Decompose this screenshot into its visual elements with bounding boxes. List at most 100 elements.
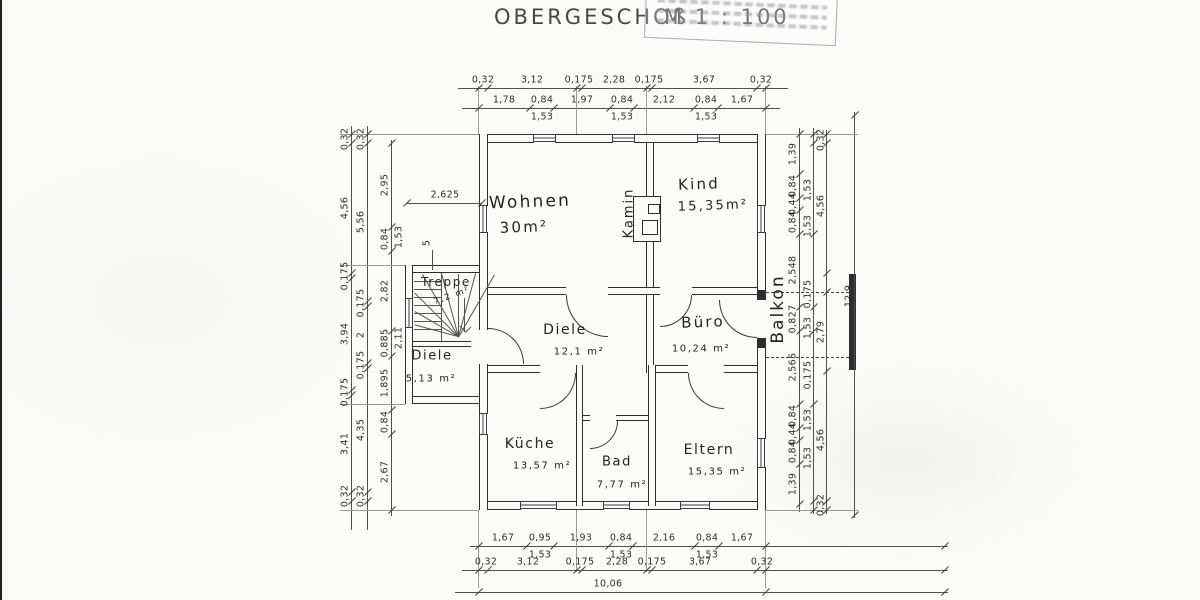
wall [405,265,413,404]
dim-label: 1,39 [787,142,799,166]
extension-line [646,86,647,134]
balcony-dashed-line [766,292,849,293]
stamp-text-line [657,8,828,20]
room-label: Diele [411,348,453,364]
drawing-title: OBERGESCHOß [494,5,689,29]
dim-label: 0,175 [564,74,594,86]
room-label: Küche [504,436,556,452]
room-label: Kamin [621,187,637,239]
dim-label: 2,82 [379,279,391,303]
dim-label: 2,95 [379,173,391,197]
dim-tick [388,139,396,147]
dim-label: 1,53 [694,111,718,123]
drawing-scale: M 1 : 100 [664,5,790,29]
dim-label: 12,9 [843,284,855,308]
dimension-line [854,112,855,518]
stair-tread-line [414,321,442,322]
dim-label: 2,12 [652,94,676,106]
dim-label: 2,11 [393,326,405,350]
wall [757,338,766,510]
wall [724,365,757,373]
dim-label: 1,67 [491,532,515,544]
dimension-line [407,203,482,204]
room-label: Treppe [421,275,471,289]
room-label: Kind [677,174,721,194]
dim-tick [810,400,818,408]
extension-line [340,134,479,135]
room-label: Diele [543,322,587,338]
wall [413,341,471,347]
door-swing-arc [540,373,576,409]
door-swing-arc [590,421,618,449]
dim-label: 4,56 [815,194,827,218]
wall [656,365,688,373]
extension-line [765,510,766,588]
dim-label: 4,35 [355,418,367,442]
dim-label: 1,53 [393,225,405,249]
room-area-label: 10,24 m² [671,343,731,355]
dim-label: 0,84 [610,94,634,106]
dimension-line [462,108,780,109]
dim-label: 0,84 [695,532,719,544]
stair-tread-line [465,326,472,333]
dim-label: 2,548 [787,255,799,285]
approval-stamp [643,0,839,47]
dimension-line [470,546,948,547]
dim-label: 0,175 [802,279,814,309]
outline-box [648,204,660,214]
dim-label: 1,53 [802,178,814,202]
dim-label: 1,39 [787,472,799,496]
dim-label: 4,56 [339,196,351,220]
dim-label: 0,84 [787,210,799,234]
extension-line [478,86,479,134]
dim-label: 1,53 [802,408,814,432]
dim-label: 0,175 [339,377,351,407]
wall-solid [849,274,856,370]
stair-tread-line [414,313,442,314]
outline-box [633,196,661,242]
dim-label: 0,32 [750,556,774,568]
door-swing-arc [488,328,524,364]
dim-tick [823,367,831,375]
dim-label: 1,67 [730,94,754,106]
dim-label: 0,827 [787,304,799,334]
dim-label: 2,28 [605,556,629,568]
dim-label: 1,97 [570,94,594,106]
dim-label: 0,175 [339,261,351,291]
balcony-dashed-line [766,357,849,358]
extension-line [340,510,479,511]
window [520,501,557,510]
dim-tick [823,269,831,277]
dim-label: 0,175 [634,74,664,86]
extension-line [765,86,766,134]
dim-label: 0,84 [694,94,718,106]
room-area-label: 30m² [499,217,549,237]
dimension-line [462,570,948,571]
dim-tick [851,111,859,119]
dim-label: 0,32 [815,493,827,517]
wall [576,365,583,506]
room-area-label: 15,35m² [677,197,749,215]
dim-label: 0,32 [471,74,495,86]
room-area-label: 12,1 m² [553,346,605,358]
dim-label: 3,67 [688,556,712,568]
stamp-text-line [656,18,827,30]
dim-label: 0,175 [565,556,595,568]
dim-label: 5,56 [355,210,367,234]
dim-tick [796,500,804,508]
dim-label: 1,78 [492,94,516,106]
dim-label: 1,67 [730,532,754,544]
wall [488,365,540,373]
stair-tread-line [414,289,442,290]
dim-label: 0,32 [474,556,498,568]
dim-label: 2,16 [652,532,676,544]
dimension-line [432,250,433,270]
dim-label: 1,53 [802,446,814,470]
extension-line [576,86,577,134]
dim-label: 1,53 [695,549,719,561]
dim-label: 0,32 [749,74,773,86]
dim-label: 0,175 [355,288,367,318]
dim-label: 2,79 [815,320,827,344]
wall [488,287,566,295]
window [405,298,413,328]
